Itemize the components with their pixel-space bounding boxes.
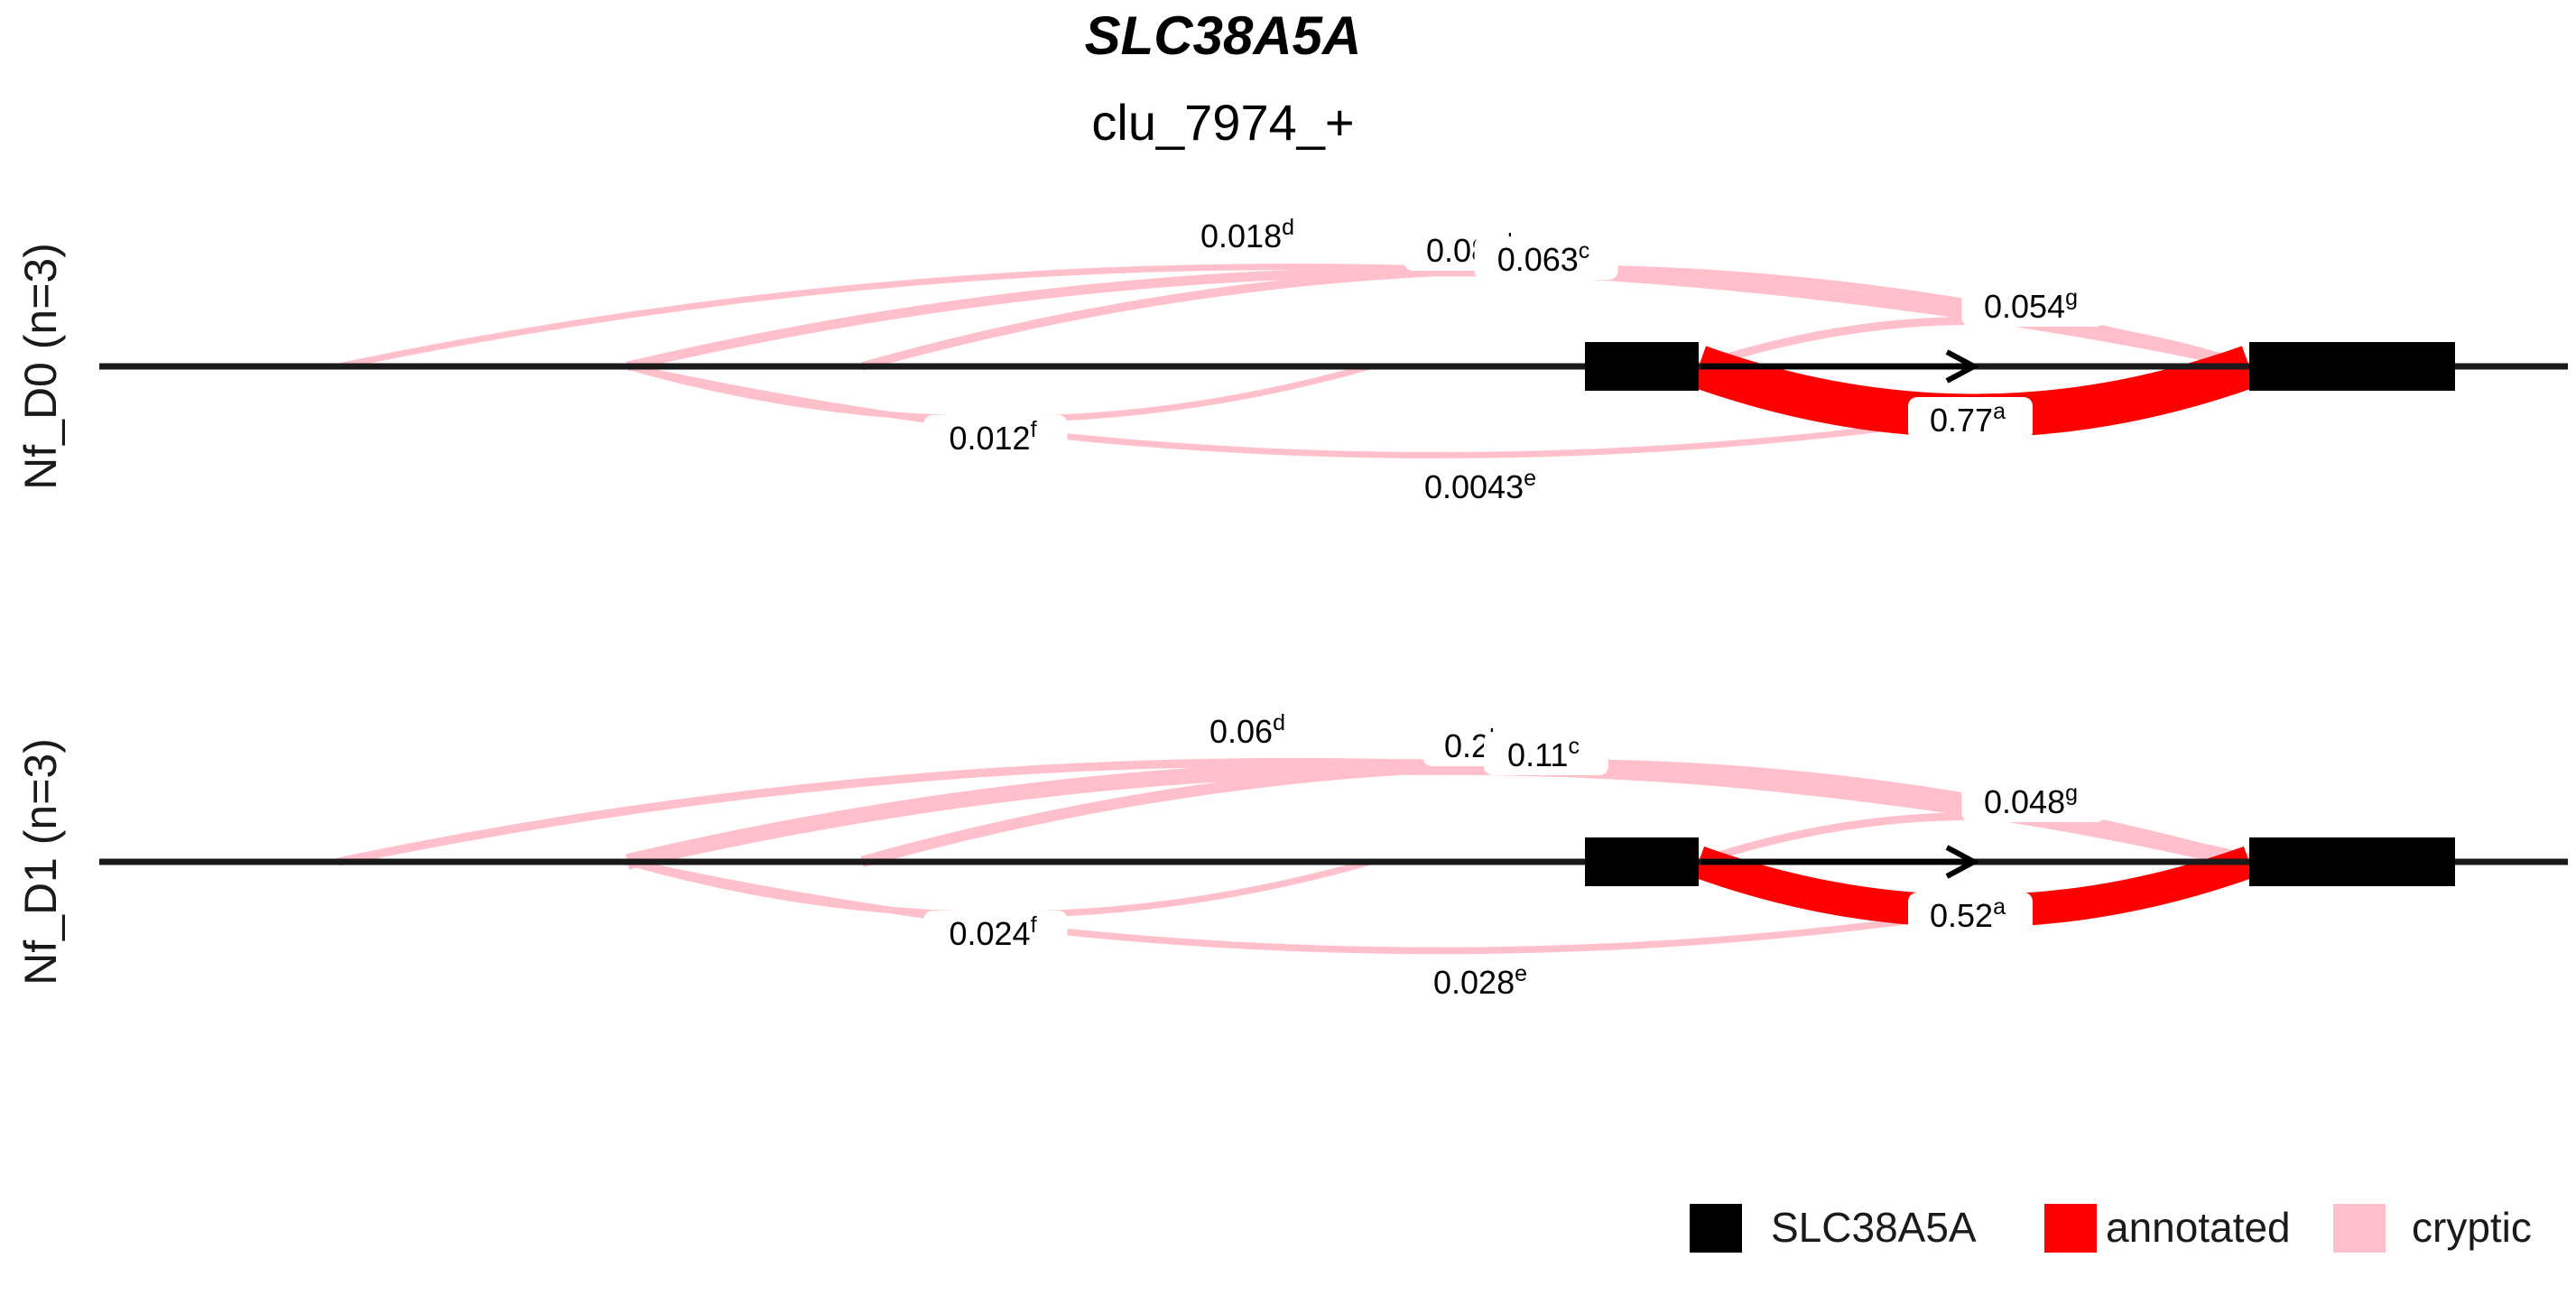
junction-label-c: 0.063c (1474, 236, 1618, 280)
junction-value: 0.11c (1507, 734, 1580, 773)
panel-label: Nf_D0 (n=3) (15, 243, 66, 490)
label-background (1411, 959, 1555, 1003)
legend-label: annotated (2106, 1204, 2291, 1251)
legend-swatch-cryptic (2333, 1204, 2386, 1253)
label-background (923, 415, 1068, 458)
junction-label-a: 0.77a (1908, 397, 2033, 440)
junction-label-f: 0.024f (923, 911, 1068, 954)
label-background (1961, 779, 2106, 822)
legend-swatch-annotated (2044, 1204, 2097, 1253)
strand-arrow-head (1945, 349, 1980, 384)
junction-value: 0.77a (1930, 399, 2006, 439)
junction-value: 0.52a (1930, 894, 2006, 934)
junction-label-d: 0.018d (1178, 213, 1322, 256)
exon-2 (2249, 342, 2455, 391)
junction-arc-f (625, 858, 1372, 919)
label-background (1402, 464, 1564, 507)
junction-label-c: 0.11c (1484, 732, 1608, 775)
junction-label-g: 0.054g (1961, 283, 2106, 327)
panels: Nf_D0 (n=3)0.77a0.081b0.063c0.018d0.0043… (15, 213, 2568, 1003)
panel-1: Nf_D0 (n=3)0.77a0.081b0.063c0.018d0.0043… (15, 213, 2568, 507)
legend-label: cryptic (2412, 1204, 2532, 1251)
label-background (1961, 283, 2106, 327)
plot-title: SLC38A5A (1085, 5, 1362, 66)
junction-label-d: 0.06d (1188, 708, 1312, 752)
junction-label-g: 0.048g (1961, 779, 2106, 822)
legend: SLC38A5A annotated cryptic (1690, 1204, 2532, 1253)
exon-2 (2249, 837, 2455, 886)
strand-arrow-head (1945, 845, 1980, 879)
junction-value: 0.06d (1209, 710, 1285, 750)
junction-value: 0.018d (1200, 215, 1294, 254)
junction-value: 0.063c (1497, 238, 1590, 278)
label-background (1474, 236, 1618, 280)
junction-label-f: 0.012f (923, 415, 1068, 458)
junction-arc-g (1697, 812, 2251, 866)
junction-labels: 0.77a0.081b0.063c0.018d0.0043e0.012f0.05… (923, 213, 2106, 507)
legend-label: SLC38A5A (1771, 1204, 1977, 1251)
junction-arc-f (626, 363, 1371, 423)
label-background (1908, 893, 2033, 936)
label-background (1908, 397, 2033, 440)
junction-value: 0.054g (1984, 285, 2078, 325)
plot-subtitle: clu_7974_+ (1091, 94, 1354, 151)
junction-value: 0.048g (1984, 781, 2078, 820)
junction-value: 0.024f (949, 912, 1036, 952)
junction-label-e: 0.0043e (1402, 464, 1564, 507)
junction-value: 0.028e (1433, 961, 1527, 1001)
label-background (923, 911, 1068, 954)
exon-1 (1585, 837, 1699, 886)
panel-2: Nf_D1 (n=3)0.52a0.2b0.11c0.06d0.028e0.02… (15, 708, 2568, 1003)
junction-value: 0.012f (949, 417, 1036, 457)
panel-label: Nf_D1 (n=3) (15, 738, 66, 985)
exon-1 (1585, 342, 1699, 391)
label-background (1484, 732, 1608, 775)
label-background (1188, 708, 1312, 752)
label-background (1178, 213, 1322, 256)
junction-label-a: 0.52a (1908, 893, 2033, 936)
junction-value: 0.0043e (1424, 466, 1536, 505)
legend-swatch-slc38a5a (1690, 1204, 1742, 1253)
junction-label-e: 0.028e (1411, 959, 1555, 1003)
junction-arc-g (1697, 316, 2251, 371)
